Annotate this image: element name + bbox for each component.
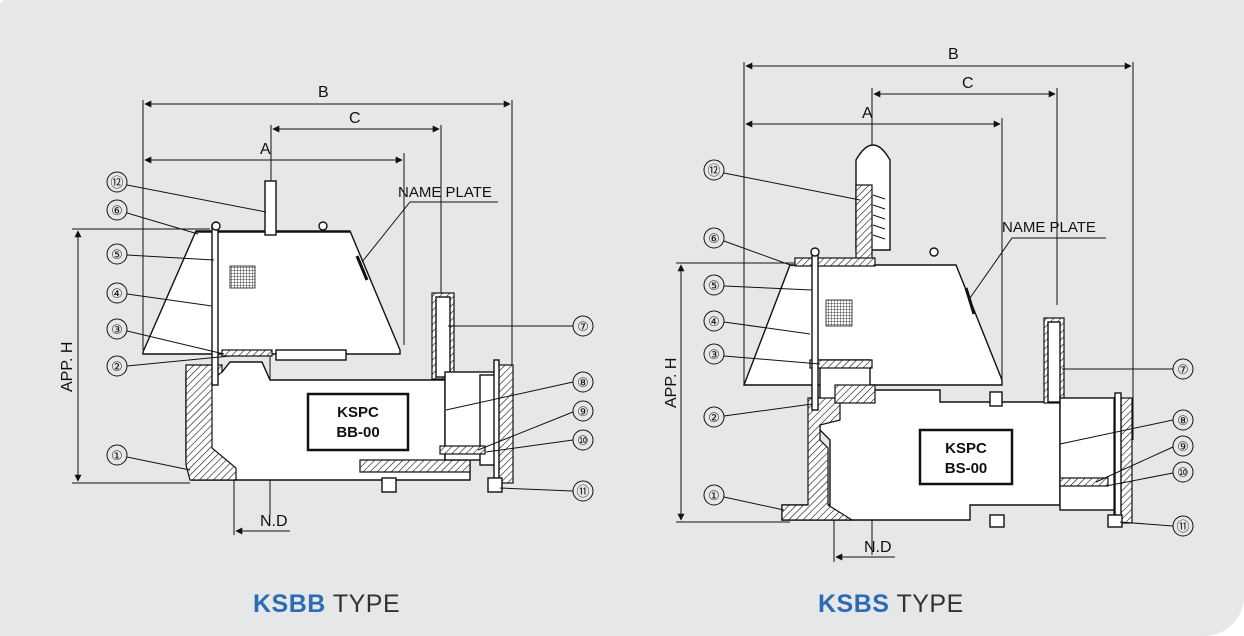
svg-text:⑤: ⑤ (708, 278, 720, 293)
vent-mesh (825, 299, 853, 327)
product-plate (918, 428, 1014, 486)
svg-text:⑥: ⑥ (708, 231, 720, 246)
svg-text:③: ③ (111, 322, 123, 337)
ksbs-code: KSBS (818, 590, 890, 618)
part-callouts: ⑫ ⑥ ⑤ ④ ③ ② ① ⑦ ⑧ ⑨ ⑩ ⑪ (703, 159, 1194, 537)
svg-text:④: ④ (111, 286, 123, 301)
dim-h-label: APP. H (663, 358, 680, 408)
part-callouts: ⑫ ⑥ ⑤ ④ ③ ② ① ⑦ ⑧ ⑨ ⑩ ⑪ (106, 171, 594, 502)
dim-h-label: APP. H (59, 342, 76, 392)
plate-line1: KSPC (945, 440, 987, 457)
svg-text:⑧: ⑧ (577, 375, 589, 390)
plate-line2: BS-00 (945, 460, 988, 477)
ksbb-type: TYPE (325, 590, 401, 618)
ksbs-type: TYPE (889, 590, 964, 618)
weather-hood (742, 264, 1003, 386)
svg-text:④: ④ (708, 314, 720, 329)
ksbs-caption: KSBS TYPE (818, 590, 964, 619)
dim-nd-label: N.D (260, 513, 288, 530)
svg-text:⑩: ⑩ (1177, 465, 1189, 480)
svg-text:⑤: ⑤ (111, 247, 123, 262)
svg-text:⑫: ⑫ (110, 175, 123, 190)
dim-a-label: A (862, 105, 873, 122)
ksbb-caption: KSBB TYPE (253, 590, 400, 619)
dim-nd-label: N.D (864, 539, 892, 556)
plate-line1: KSPC (337, 404, 379, 421)
dim-a-label: A (260, 141, 271, 158)
plate-line2: BB-00 (336, 424, 379, 441)
svg-text:⑩: ⑩ (577, 433, 589, 448)
dim-b-label: B (318, 84, 329, 101)
product-plate (306, 392, 410, 452)
svg-text:⑪: ⑪ (1176, 519, 1189, 534)
svg-text:③: ③ (708, 347, 720, 362)
svg-text:②: ② (708, 410, 720, 425)
ksbs-drawing: B C A APP. H N.D (663, 46, 1194, 562)
svg-text:⑫: ⑫ (707, 163, 720, 178)
svg-text:⑥: ⑥ (111, 203, 123, 218)
svg-text:⑦: ⑦ (577, 319, 589, 334)
ksbb-code: KSBB (253, 590, 326, 618)
svg-text:⑨: ⑨ (577, 404, 589, 419)
ksbb-drawing: B C A APP. H N.D (59, 84, 594, 535)
name-plate-label: NAME PLATE (1002, 219, 1096, 236)
svg-text:⑧: ⑧ (1177, 413, 1189, 428)
svg-text:⑨: ⑨ (1177, 439, 1189, 454)
dim-c-label: C (349, 110, 361, 127)
svg-text:⑪: ⑪ (576, 484, 589, 499)
name-plate-label: NAME PLATE (398, 184, 492, 201)
svg-text:①: ① (111, 448, 123, 463)
weather-hood (142, 230, 401, 355)
svg-text:⑦: ⑦ (1177, 362, 1189, 377)
svg-text:①: ① (708, 488, 720, 503)
dim-c-label: C (962, 75, 974, 92)
svg-text:②: ② (111, 359, 123, 374)
dim-b-label: B (948, 46, 959, 63)
vent-mesh (229, 265, 256, 289)
